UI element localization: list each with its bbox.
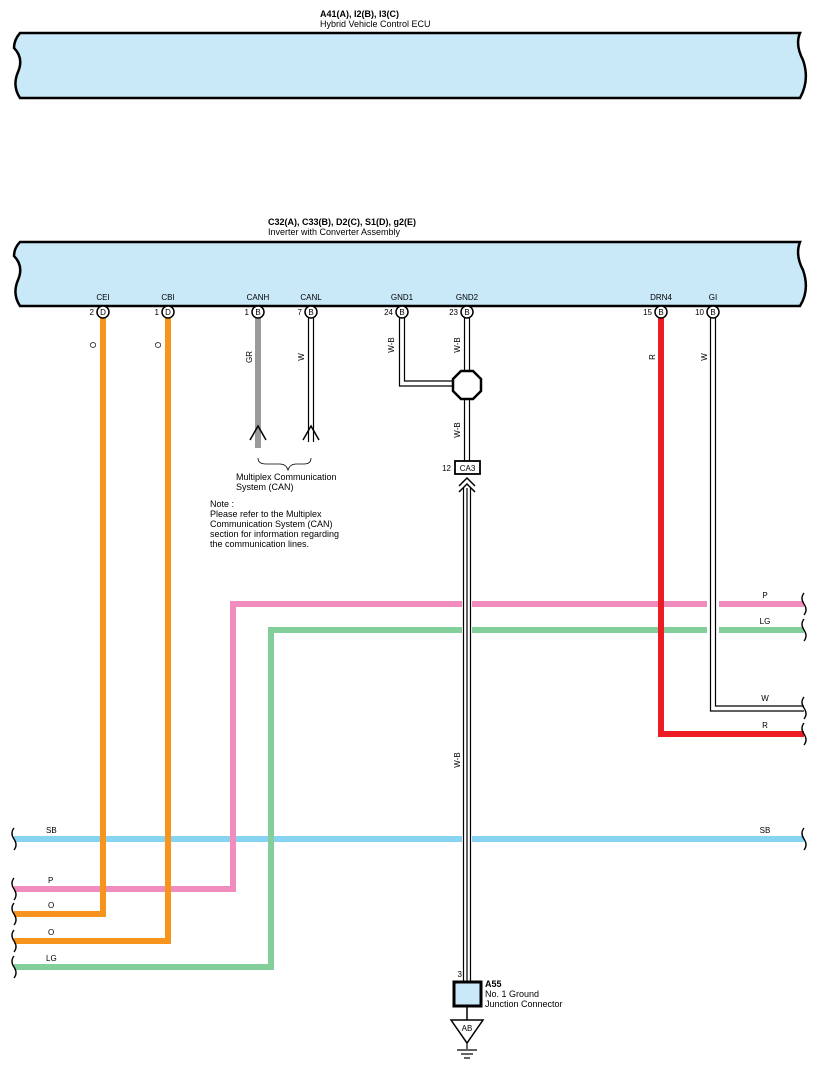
- ecu-box: [12, 31, 808, 100]
- wire-o-cei: [14, 318, 106, 917]
- can-label-line1: Multiplex Communication: [236, 472, 337, 482]
- left-label-o2: O: [48, 928, 54, 937]
- svg-text:B: B: [710, 308, 715, 317]
- wire-lg: [14, 627, 804, 970]
- wire-label-canl: W: [297, 353, 306, 361]
- wire-wb-main: [462, 488, 472, 982]
- terminal-cei: D: [96, 305, 110, 319]
- right-break-marks: [801, 592, 807, 851]
- a55-name-line1: No. 1 Ground: [485, 989, 539, 999]
- pin-gnd2: 23: [449, 308, 458, 317]
- ecu-header: A41(A), I2(B), I3(C): [320, 9, 399, 19]
- wire-label-gi: W: [700, 353, 709, 361]
- wire-label-wb-lower: W-B: [453, 752, 462, 767]
- right-label-lg: LG: [760, 617, 771, 626]
- terminal-name-canl: CANL: [300, 293, 322, 302]
- wire-r: [658, 318, 804, 737]
- wire-w-gi-gap-fill: [709, 598, 717, 638]
- wire-w-canl: [307, 318, 315, 442]
- ca3-pin: 12: [442, 464, 451, 473]
- right-label-w: W: [761, 694, 769, 703]
- left-break-marks: [11, 827, 17, 979]
- ground-icon: [457, 1049, 477, 1059]
- a55-pin: 3: [458, 970, 463, 979]
- note-line3: Communication System (CAN): [210, 519, 333, 529]
- a55-code: A55: [485, 979, 502, 989]
- wire-label-wb-upper: W-B: [453, 422, 462, 437]
- pin-canh: 1: [245, 308, 250, 317]
- a55-connector: [452, 980, 483, 1020]
- note-line5: the communication lines.: [210, 539, 309, 549]
- terminal-drn4: B: [654, 305, 668, 319]
- right-label-sb: SB: [760, 826, 771, 835]
- wire-wb-gnd2: [463, 318, 471, 462]
- terminal-name-cei: CEI: [96, 293, 109, 302]
- wire-o-cbi: [14, 318, 171, 944]
- terminal-name-drn4: DRN4: [650, 293, 672, 302]
- terminal-canl: B: [304, 305, 318, 319]
- terminal-name-cbi: CBI: [161, 293, 174, 302]
- can-arrow-canl: [302, 424, 320, 441]
- gap-w-crossing: [707, 598, 719, 638]
- svg-text:B: B: [464, 308, 469, 317]
- wire-w-gi: [709, 318, 804, 712]
- ca3-chevron: [458, 476, 476, 493]
- wire-label-drn4: R: [648, 354, 657, 360]
- ground-point-ab: AB: [449, 1019, 485, 1049]
- terminal-cbi: D: [161, 305, 175, 319]
- terminal-canh: B: [251, 305, 265, 319]
- pin-canl: 7: [298, 308, 303, 317]
- svg-text:B: B: [399, 308, 404, 317]
- note-line4: section for information regarding: [210, 529, 339, 539]
- can-label-line2: System (CAN): [236, 482, 294, 492]
- terminal-gnd2: B: [460, 305, 474, 319]
- terminal-gnd1: B: [395, 305, 409, 319]
- note-line1: Note :: [210, 499, 234, 509]
- wire-label-gnd2: W-B: [453, 337, 462, 352]
- pin-cei: 2: [90, 308, 95, 317]
- can-brace: [257, 457, 312, 472]
- pin-gi: 10: [695, 308, 704, 317]
- wire-label-cei: O: [89, 342, 98, 348]
- svg-text:CA3: CA3: [460, 464, 476, 473]
- pin-drn4: 15: [643, 308, 652, 317]
- inverter-name: Inverter with Converter Assembly: [268, 227, 401, 237]
- wire-p: [14, 601, 804, 892]
- wire-label-canh: GR: [245, 351, 254, 363]
- svg-text:D: D: [165, 308, 171, 317]
- left-label-lg: LG: [46, 954, 57, 963]
- inverter-header: C32(A), C33(B), D2(C), S1(D), g2(E): [268, 217, 416, 227]
- right-label-r: R: [762, 721, 768, 730]
- terminal-name-gnd1: GND1: [391, 293, 414, 302]
- note-line2: Please refer to the Multiplex: [210, 509, 322, 519]
- wire-label-cbi: O: [154, 342, 163, 348]
- svg-text:B: B: [255, 308, 260, 317]
- wire-label-gnd1: W-B: [387, 337, 396, 352]
- pin-cbi: 1: [155, 308, 160, 317]
- ca3-connector: CA3: [454, 460, 481, 475]
- wire-wb-gnd1: [398, 318, 456, 387]
- terminal-gi: B: [706, 305, 720, 319]
- right-label-p: P: [762, 591, 767, 600]
- ecu-name: Hybrid Vehicle Control ECU: [320, 19, 431, 29]
- can-arrow-canh: [249, 424, 267, 441]
- svg-text:B: B: [308, 308, 313, 317]
- terminal-name-gi: GI: [709, 293, 717, 302]
- a55-name-line2: Junction Connector: [485, 999, 563, 1009]
- svg-text:B: B: [658, 308, 663, 317]
- terminal-name-gnd2: GND2: [456, 293, 479, 302]
- terminal-name-canh: CANH: [247, 293, 270, 302]
- left-label-o1: O: [48, 901, 54, 910]
- left-label-sb: SB: [46, 826, 57, 835]
- ground-splice: [451, 369, 483, 401]
- svg-text:D: D: [100, 308, 106, 317]
- pin-gnd1: 24: [384, 308, 393, 317]
- inverter-box: [12, 240, 808, 308]
- svg-text:AB: AB: [462, 1024, 473, 1033]
- left-label-p: P: [48, 876, 53, 885]
